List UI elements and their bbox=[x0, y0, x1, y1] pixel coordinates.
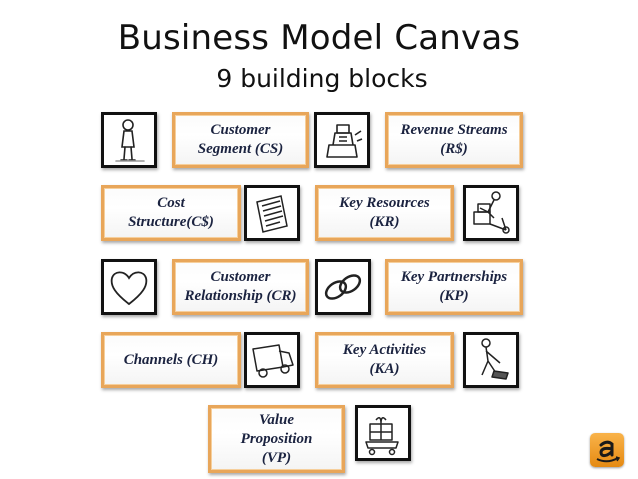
diagram-subtitle: 9 building blocks bbox=[216, 64, 428, 93]
hand-truck-icon bbox=[463, 185, 519, 241]
worker-icon bbox=[463, 332, 519, 388]
person-icon bbox=[101, 112, 157, 168]
heart-icon bbox=[101, 259, 157, 315]
cost-structure-block: Cost Structure(C$) bbox=[101, 185, 241, 241]
channels-block: Channels (CH) bbox=[101, 332, 241, 388]
chain-link-icon bbox=[315, 259, 371, 315]
amazon-logo-icon bbox=[590, 433, 624, 467]
customer-relationship-block: Customer Relationship (CR) bbox=[172, 259, 309, 315]
revenue-streams-block: Revenue Streams (R$) bbox=[385, 112, 523, 168]
key-activities-block: Key Activities (KA) bbox=[315, 332, 454, 388]
diagram-title: Business Model Canvas bbox=[117, 18, 521, 58]
cash-register-icon bbox=[314, 112, 370, 168]
value-proposition-block: Value Proposition (VP) bbox=[208, 405, 345, 473]
key-resources-block: Key Resources (KR) bbox=[315, 185, 454, 241]
customer-segment-block: Customer Segment (CS) bbox=[172, 112, 309, 168]
document-icon bbox=[244, 185, 300, 241]
key-partnerships-block: Key Partnerships (KP) bbox=[385, 259, 523, 315]
delivery-truck-icon bbox=[244, 332, 300, 388]
gift-cart-icon bbox=[355, 405, 411, 461]
